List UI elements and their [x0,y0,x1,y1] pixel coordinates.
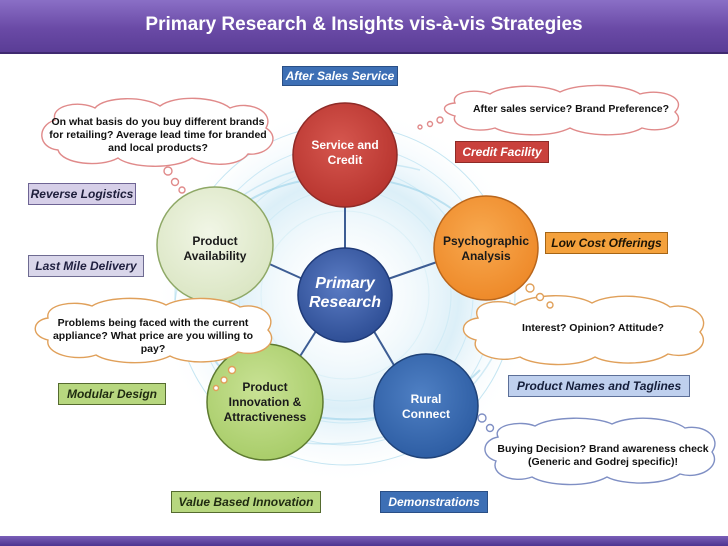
node-service-circle [292,102,398,208]
cloud-interest-text: Interest? Opinion? Attitude? [522,321,664,334]
cloud-brands-text: On what basis do you buy different brand… [44,112,272,158]
node-rural-line1: Rural [410,392,442,406]
node-availability-line1: Product [192,234,238,248]
node-psychographic-line1: Psychographic [442,234,530,248]
cloud-buying-line1: Buying Decision? Brand awareness check [497,443,709,455]
cloud-after-sales [417,84,680,136]
connector-psychographic [384,261,438,281]
connector-availability [264,261,306,281]
cloud-buying-text: Buying Decision? Brand awareness check(G… [490,440,716,472]
cloud-problems-line1: Problems being faced with the current [57,316,249,329]
node-innovation-line1: Product [242,379,288,394]
node-service-line1: Service and [311,138,379,152]
cloud-brands-line1: On what basis do you buy different brand… [51,115,265,128]
tag-modular-design: Modular Design [58,383,166,405]
tag-reverse-logistics: Reverse Logistics [28,183,136,205]
node-innovation-line2: Innovation & [228,394,302,409]
center-label-line1: Primary [315,275,375,292]
bottom-bar [0,536,728,546]
node-center-circle [297,247,393,343]
cloud-problems-line3: pay? [140,342,166,355]
tag-low-cost-offerings: Low Cost Offerings [545,232,668,254]
node-rural-line2: Connect [402,407,450,421]
cloud-buying-line2: (Generic and Godrej specific)! [528,456,678,468]
node-innovation-line3: Attractiveness [223,409,307,424]
node-psychographic-circle [433,195,539,301]
title-bar [0,0,728,54]
node-rural-circle [373,353,479,459]
tag-credit-facility: Credit Facility [455,141,549,163]
node-psychographic-line2: Analysis [461,249,511,263]
node-service-line2: Credit [327,153,363,167]
cloud-problems-line2: appliance? What price are you willing to [52,329,254,342]
tag-after-sales-service: After Sales Service [282,66,398,86]
node-availability-line2: Availability [183,249,247,263]
cloud-after-sales-text: After sales service? Brand Preference? [472,102,670,115]
cloud-brands-line2: for retailing? Average lead time for bra… [49,128,267,141]
cloud-brands-line3: and local products? [108,141,208,154]
tag-product-names-taglines: Product Names and Taglines [508,375,690,397]
tag-demonstrations: Demonstrations [380,491,488,513]
cloud-interest [462,283,705,366]
center-label-line2: Research [308,294,382,311]
tag-value-based-innovation: Value Based Innovation [171,491,321,513]
cloud-brands [41,97,274,194]
tag-last-mile-delivery: Last Mile Delivery [28,255,144,277]
center-label: Primary Research [298,274,392,312]
slide-title: Primary Research & Insights vis-à-vis St… [145,14,583,35]
cloud-problems [34,297,273,392]
cloud-buying [477,413,716,486]
